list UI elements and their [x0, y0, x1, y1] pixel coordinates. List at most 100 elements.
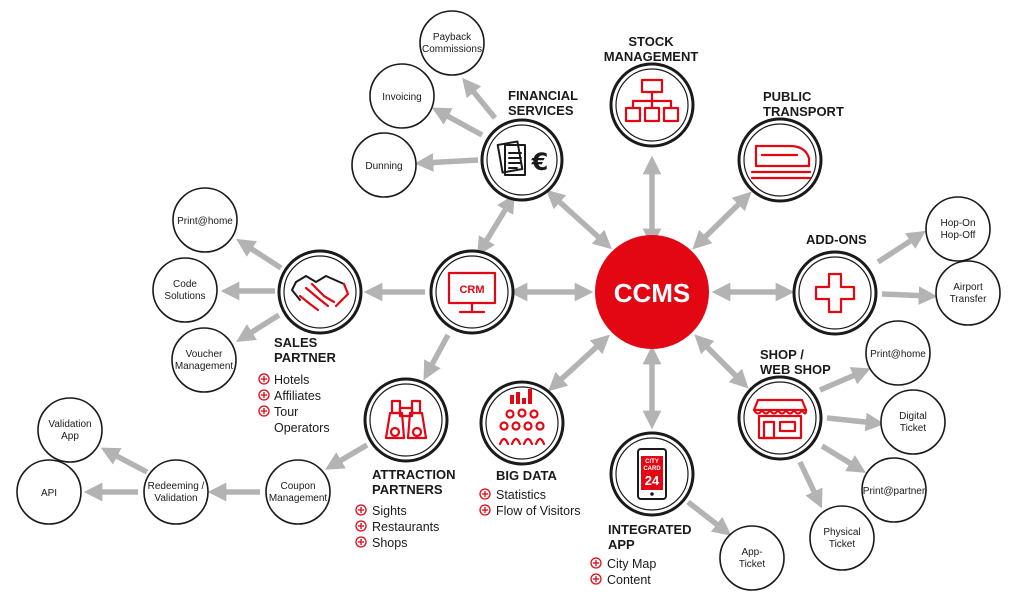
leaf-voucher-management: Voucher Management	[171, 327, 237, 393]
arrow-hub-shop	[694, 334, 749, 389]
leaf-print-home-shop: Print@home	[865, 320, 931, 386]
app-icon-city: CITY	[645, 459, 659, 465]
crowd-chart-icon	[498, 389, 546, 446]
integrated-app-title-2: APP	[608, 537, 635, 552]
svg-text:Content: Content	[607, 573, 651, 587]
ccms-hub: CCMS	[595, 235, 709, 349]
arrow-attraction-coupon	[324, 442, 369, 470]
attraction-feature-1: Sights	[355, 504, 407, 518]
sales-partner-title-1: SALES	[274, 335, 318, 350]
svg-text:Ticket: Ticket	[739, 559, 766, 570]
sales-feature-2: Affiliates	[258, 389, 321, 403]
arrow-fin-payback	[462, 77, 498, 120]
svg-text:Commissions: Commissions	[422, 44, 482, 55]
svg-text:Airport: Airport	[953, 282, 983, 293]
arrow-shop-printhome	[818, 367, 871, 393]
leaf-code-solutions: Code Solutions	[152, 257, 218, 323]
arrow-shop-physical	[797, 460, 823, 509]
svg-text:Tour: Tour	[274, 405, 298, 419]
arrow-hub-financial	[546, 189, 612, 250]
svg-text:Solutions: Solutions	[164, 291, 205, 302]
svg-text:Ticket: Ticket	[829, 539, 856, 550]
svg-text:Affiliates: Affiliates	[274, 389, 321, 403]
svg-text:Coupon: Coupon	[280, 481, 315, 492]
add-ons-node	[792, 250, 878, 336]
svg-text:Ticket: Ticket	[900, 423, 927, 434]
svg-text:Flow of Visitors: Flow of Visitors	[496, 504, 581, 518]
app-feature-1: City Map	[590, 557, 656, 571]
arrow-app-appticket	[686, 499, 732, 536]
train-icon	[750, 144, 812, 180]
financial-services-title-2: SERVICES	[508, 103, 574, 118]
big-data-node	[479, 380, 565, 466]
attraction-feature-3: Shops	[355, 536, 407, 550]
arrow-shop-printpartner	[820, 443, 866, 473]
svg-text:Redeeming /: Redeeming /	[148, 481, 205, 492]
arrow-sales-voucher	[236, 312, 281, 342]
financial-services-node: €	[480, 118, 564, 202]
node-labels: FINANCIAL SERVICES STOCK MANAGEMENT PUBL…	[274, 34, 867, 552]
financial-services-title-1: FINANCIAL	[508, 88, 578, 103]
svg-text:City Map: City Map	[607, 557, 656, 571]
bigdata-feature-1: Statistics	[479, 488, 546, 502]
add-ons-title: ADD-ONS	[806, 232, 867, 247]
arrow-crm-attraction	[423, 333, 451, 381]
svg-text:Voucher: Voucher	[186, 349, 223, 360]
big-data-title: BIG DATA	[496, 468, 558, 483]
svg-text:Operators: Operators	[274, 421, 330, 435]
attraction-partners-node	[363, 377, 449, 463]
stock-management-node	[609, 62, 695, 148]
attraction-partners-title-1: ATTRACTION	[372, 467, 456, 482]
svg-text:Hop-On: Hop-On	[940, 218, 975, 229]
integrated-app-node: CITY CARD 24	[609, 431, 695, 517]
stock-management-title-1: STOCK	[628, 34, 674, 49]
shop-node	[737, 375, 823, 461]
svg-text:Restaurants: Restaurants	[372, 520, 439, 534]
app-icon-card: CARD	[643, 466, 661, 472]
leaf-airport-transfer: Airport Transfer	[935, 260, 1001, 326]
public-transport-title-1: PUBLIC	[763, 89, 812, 104]
leaf-app-ticket: App- Ticket	[719, 525, 785, 591]
plus-icon	[814, 272, 856, 314]
leaf-payback-commissions: Payback Commissions	[419, 10, 485, 76]
hub-label: CCMS	[614, 278, 691, 308]
leaf-redeeming-validation: Redeeming / Validation	[143, 459, 209, 525]
sales-feature-3: Tour Operators	[258, 405, 330, 435]
attraction-feature-2: Restaurants	[355, 520, 439, 534]
arrow-shop-digital	[826, 412, 885, 432]
leaf-dunning: Dunning	[351, 132, 417, 198]
documents-euro-icon: €	[496, 140, 548, 176]
svg-text:App-: App-	[741, 547, 762, 558]
sales-partner-node	[277, 249, 363, 335]
crm-node: CRM	[429, 249, 515, 335]
leaf-validation-app: Validation App	[37, 397, 103, 463]
arrow-fin-dunning	[414, 153, 479, 172]
svg-text:Invoicing: Invoicing	[382, 92, 421, 103]
binoculars-icon	[384, 399, 428, 440]
leaf-api: API	[16, 459, 82, 525]
integrated-app-title-1: INTEGRATED	[608, 522, 692, 537]
arrows	[83, 77, 938, 536]
storefront-icon	[752, 398, 808, 440]
leaf-physical-ticket: Physical Ticket	[809, 505, 875, 571]
svg-text:App: App	[61, 431, 79, 442]
sales-partner-title-2: PARTNER	[274, 350, 336, 365]
arrow-crm-financial	[477, 194, 515, 256]
attraction-partners-title-2: PARTNERS	[372, 482, 443, 497]
svg-text:Management: Management	[175, 361, 234, 372]
arrow-hub-transport	[692, 191, 752, 250]
shop-title-1: SHOP /	[760, 347, 804, 362]
arrow-fin-invoicing	[431, 107, 484, 138]
sales-feature-1: Hotels	[258, 373, 309, 387]
svg-text:Sights: Sights	[372, 504, 407, 518]
svg-text:Hop-Off: Hop-Off	[941, 230, 976, 241]
svg-text:Shops: Shops	[372, 536, 407, 550]
app-feature-2: Content	[590, 573, 651, 587]
feature-lists: Hotels Affiliates Tour Operators Sights …	[258, 373, 656, 587]
leaf-hop-on-hop-off: Hop-On Hop-Off	[925, 196, 991, 262]
leaf-invoicing: Invoicing	[369, 63, 435, 129]
handshake-icon	[291, 275, 350, 312]
arrow-addons-hopon	[876, 230, 926, 265]
hierarchy-icon	[624, 78, 680, 123]
